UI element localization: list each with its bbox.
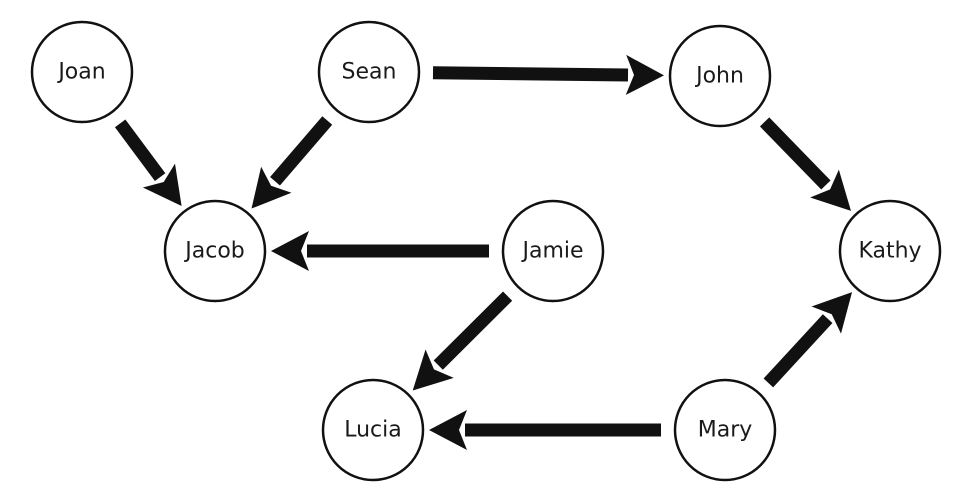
node-kathy: Kathy: [838, 199, 942, 303]
nodes-layer: Joan Sean John Jacob Jamie Kathy Lucia: [30, 20, 942, 482]
node-circle-joan: [30, 20, 134, 124]
node-circle-john: [668, 24, 772, 128]
node-label-jacob: Jacob: [183, 239, 245, 264]
edge-jamie-to-lucia: [412, 291, 513, 391]
edge-mary-to-kathy: [763, 292, 853, 388]
node-lucia: Lucia: [321, 378, 425, 482]
edge-sean-to-john: [432, 54, 665, 95]
arrow-head-icon: [811, 292, 853, 334]
arrow-head-icon: [625, 54, 665, 95]
node-mary: Mary: [673, 378, 777, 482]
arrow-shaft: [433, 291, 513, 370]
arrow-shaft: [114, 119, 166, 182]
arrow-head-icon: [429, 410, 467, 450]
arrow-shaft: [432, 66, 629, 82]
node-label-lucia: Lucia: [344, 418, 402, 443]
node-jamie: Jamie: [501, 199, 605, 303]
edges-layer: [114, 54, 853, 450]
arrow-shaft: [763, 314, 833, 388]
node-label-sean: Sean: [342, 60, 397, 85]
arrow-head-icon: [271, 231, 309, 271]
node-john: John: [668, 24, 772, 128]
node-jacob: Jacob: [163, 199, 267, 303]
arrow-head-icon: [810, 169, 851, 211]
node-circle-mary: [673, 378, 777, 482]
edge-sean-to-jacob: [251, 116, 333, 209]
edge-jamie-to-jacob: [271, 231, 489, 271]
node-circle-kathy: [838, 199, 942, 303]
edge-mary-to-lucia: [429, 410, 661, 450]
node-circle-jacob: [163, 199, 267, 303]
node-label-mary: Mary: [698, 418, 753, 443]
arrow-head-icon: [251, 166, 292, 209]
node-joan: Joan: [30, 20, 134, 124]
node-circle-sean: [317, 20, 421, 124]
node-sean: Sean: [317, 20, 421, 124]
arrow-shaft: [759, 117, 831, 190]
edge-joan-to-jacob: [114, 119, 182, 207]
node-circle-jamie: [501, 199, 605, 303]
node-label-kathy: Kathy: [858, 239, 921, 264]
node-circle-lucia: [321, 378, 425, 482]
node-label-john: John: [694, 64, 744, 89]
arrow-head-icon: [412, 349, 454, 391]
node-label-joan: Joan: [56, 60, 105, 85]
arrow-head-icon: [142, 163, 182, 207]
edge-john-to-kathy: [759, 117, 851, 211]
node-label-jamie: Jamie: [520, 239, 583, 264]
arrow-shaft: [270, 116, 333, 186]
